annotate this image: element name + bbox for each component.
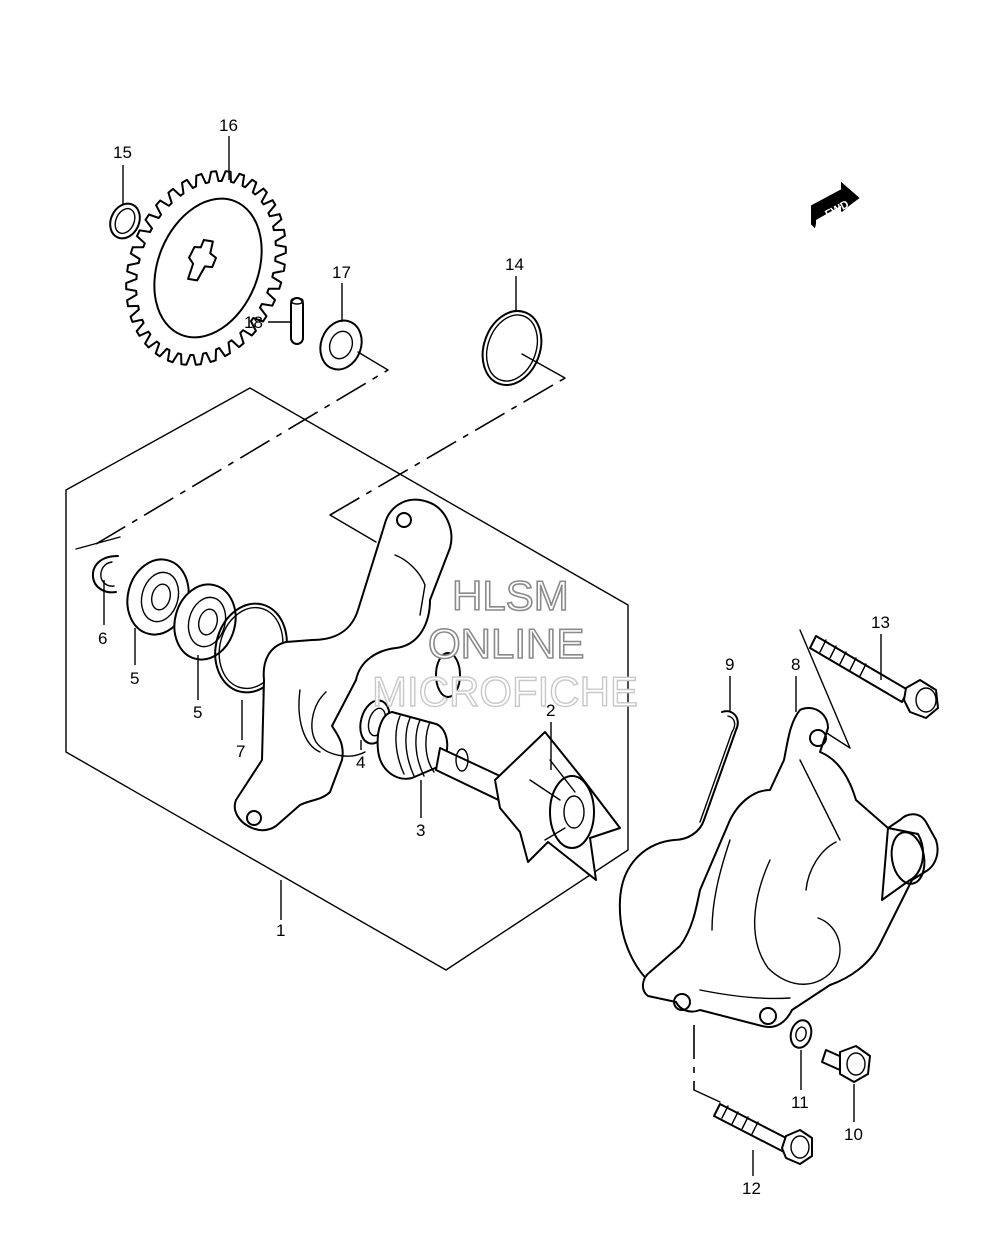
pump-housing [233, 498, 461, 832]
watermark-line-2: ONLINE [428, 620, 584, 667]
bolt-13 [809, 635, 939, 719]
callout-14: 14 [505, 255, 524, 274]
callout-11: 11 [791, 1093, 809, 1112]
callout-8: 8 [791, 655, 800, 674]
e-clip [91, 555, 119, 594]
callout-10: 10 [844, 1125, 863, 1144]
pump-cover [642, 707, 939, 1028]
leader-lines [103, 136, 882, 1176]
assembly-outline-box [65, 387, 629, 971]
callout-1: 1 [276, 921, 285, 940]
callout-12: 12 [742, 1179, 761, 1198]
circlip [109, 202, 141, 240]
callout-13: 13 [871, 613, 890, 632]
watermark-line-1: HLSM [452, 572, 569, 619]
bearing-outer [126, 558, 190, 636]
callout-4: 4 [356, 753, 365, 772]
callout-15: 15 [113, 143, 132, 162]
washer-11 [789, 1019, 813, 1049]
washer-17 [319, 319, 363, 371]
forward-arrow-icon: FWD [811, 181, 860, 229]
bolt-12 [713, 1103, 813, 1165]
callout-2: 2 [546, 701, 555, 720]
alignment-lines [75, 351, 851, 1103]
callout-6: 6 [98, 629, 107, 648]
callout-17: 17 [332, 263, 351, 282]
callout-3: 3 [416, 821, 425, 840]
o-ring-14 [481, 310, 543, 386]
impeller [494, 731, 621, 881]
watermark-line-3: MICROFICHE [372, 668, 638, 715]
watermark: HLSM ONLINE MICROFICHE [371, 571, 638, 716]
callout-9: 9 [725, 655, 734, 674]
callout-5-upper: 5 [130, 669, 139, 688]
callout-labels: 1 2 3 4 5 5 6 7 8 9 10 11 12 13 14 15 16… [98, 116, 890, 1198]
callout-18: 18 [244, 313, 263, 332]
callout-7: 7 [236, 742, 245, 761]
drive-gear [125, 170, 287, 366]
dowel-pin [290, 297, 304, 345]
callout-5-lower: 5 [193, 703, 202, 722]
bolt-10 [821, 1045, 871, 1083]
callout-16: 16 [219, 116, 238, 135]
